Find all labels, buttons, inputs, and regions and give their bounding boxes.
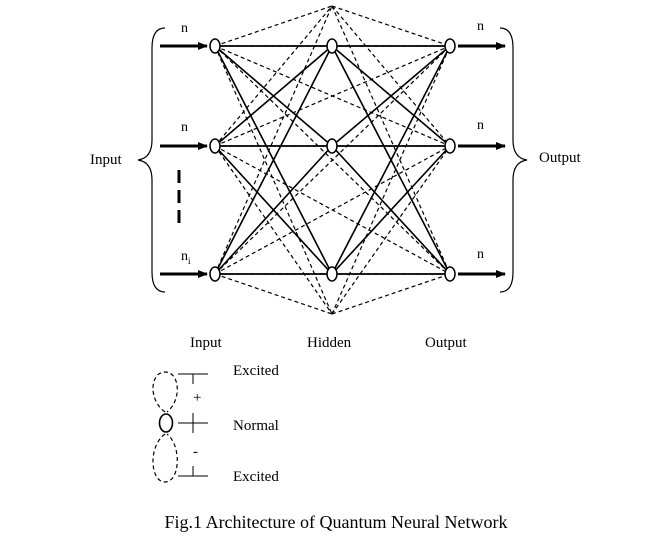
input-brace <box>137 27 166 293</box>
dashed-link <box>214 5 333 47</box>
solid-link <box>214 145 333 275</box>
output-brace <box>499 27 528 293</box>
solid-link <box>331 45 451 275</box>
input-node <box>209 38 221 54</box>
dashed-link <box>331 145 451 315</box>
legend-minus: - <box>193 444 198 460</box>
solid-link <box>214 45 333 275</box>
dashed-link <box>214 145 333 315</box>
dashed-link <box>214 5 333 147</box>
input-n-bottom: ni <box>181 249 191 266</box>
output-node <box>444 38 456 54</box>
dashed-link <box>331 5 451 47</box>
legend-plus: + <box>193 390 202 406</box>
excited-bottom-lobe <box>152 433 178 483</box>
legend-symbol <box>152 371 208 483</box>
input-layer-label: Input <box>190 335 222 351</box>
output-n-top: n <box>477 19 484 34</box>
excited-top-lobe <box>152 371 178 413</box>
legend-excited-top: Excited <box>233 363 279 379</box>
input-n-top: n <box>181 21 188 36</box>
dashed-link <box>331 273 451 315</box>
input-node <box>209 138 221 154</box>
dashed-link <box>331 5 451 147</box>
dashed-link <box>214 45 451 147</box>
solid-link <box>214 45 333 147</box>
output-node <box>444 266 456 282</box>
hidden-node <box>326 38 338 54</box>
input-group-label: Input <box>90 152 122 168</box>
hidden-node <box>326 138 338 154</box>
dashed-link <box>214 45 451 275</box>
output-layer-label: Output <box>425 335 467 351</box>
output-group-label: Output <box>539 150 581 166</box>
output-n-mid: n <box>477 118 484 133</box>
hidden-layer-label: Hidden <box>307 335 352 351</box>
input-node <box>209 266 221 282</box>
input-n-mid: n <box>181 120 188 135</box>
solid-link <box>331 45 451 147</box>
dashed-link <box>214 273 333 315</box>
dashed-link <box>214 145 451 275</box>
output-n-bottom: n <box>477 247 484 262</box>
nodes <box>209 38 456 282</box>
hidden-node <box>326 266 338 282</box>
braces <box>137 27 528 293</box>
io-arrows <box>160 42 506 278</box>
figure-caption: Fig.1 Architecture of Quantum Neural Net… <box>164 512 508 532</box>
normal-state-icon <box>158 413 174 433</box>
solid-link <box>331 145 451 275</box>
output-node <box>444 138 456 154</box>
legend-excited-bottom: Excited <box>233 469 279 485</box>
legend-normal: Normal <box>233 418 279 434</box>
solid-connections <box>214 45 451 275</box>
